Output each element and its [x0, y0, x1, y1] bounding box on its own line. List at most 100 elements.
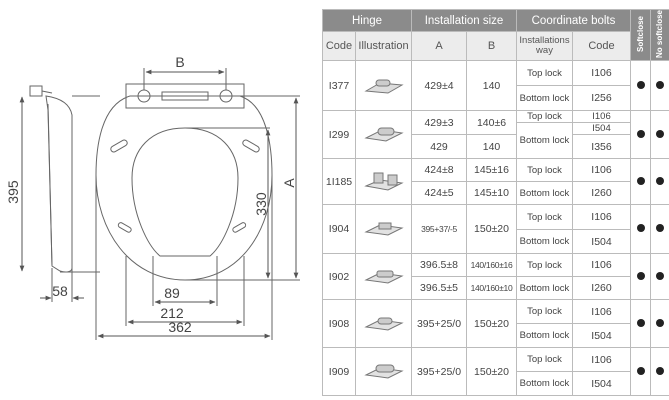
bolt-code: I106 — [572, 253, 631, 278]
size-a: 424±5 — [411, 181, 467, 206]
dim-89-label: 89 — [164, 285, 180, 301]
header-softclose: Softclose — [630, 8, 651, 62]
install-way: Bottom lock — [516, 323, 573, 349]
hinge-code: I908 — [322, 299, 356, 349]
bolt-code: I106 — [572, 347, 631, 373]
size-b: 150±20 — [466, 299, 517, 349]
subheader-b: B — [466, 31, 517, 62]
header-coordinate-bolts: Coordinate bolts — [516, 8, 631, 33]
size-b: 150±20 — [466, 347, 517, 397]
install-way: Bottom lock — [516, 229, 573, 255]
dim-212-label: 212 — [160, 305, 184, 321]
bolt-code: I356 — [572, 134, 631, 160]
subheader-illustration: Illustration — [355, 31, 412, 62]
bolt-code: I106 — [572, 204, 631, 231]
install-way: Bottom lock — [516, 181, 573, 206]
seat-top-outline — [95, 95, 273, 281]
bolt-code: I106 — [572, 299, 631, 325]
bolt-code: I504 — [572, 229, 631, 255]
size-b: 140/160±10 — [466, 276, 517, 301]
bolt-code: I106 — [572, 60, 631, 87]
hinge-illustration — [355, 299, 412, 349]
hinge-code: I902 — [322, 253, 356, 301]
softclose-dot — [630, 204, 651, 255]
install-way: Top lock — [516, 60, 573, 87]
seat-opening — [131, 127, 239, 257]
install-way: Top lock — [516, 158, 573, 183]
bolt-code: I504 — [572, 323, 631, 349]
bolt-code: I504 — [572, 371, 631, 397]
size-b: 140/160±16 — [466, 253, 517, 278]
header-installation-size: Installation size — [411, 8, 517, 33]
subheader-bolt-code: Code — [572, 31, 631, 62]
hinge-spec-table: Hinge Installation size Coordinate bolts… — [322, 8, 669, 397]
bolt-code: I504 — [572, 122, 631, 136]
softclose-dot — [630, 60, 651, 112]
size-a: 429±3 — [411, 110, 467, 136]
size-a: 429 — [411, 134, 467, 160]
hinge-code: I904 — [322, 204, 356, 255]
dim-395-label: 395 — [5, 180, 21, 204]
header-no-softclose: No softclose — [650, 8, 669, 62]
size-a: 395+37/-5 — [411, 204, 467, 255]
install-way: Bottom lock — [516, 276, 573, 301]
hinge-code: I377 — [322, 60, 356, 112]
hinge-code: 1I185 — [322, 158, 356, 206]
size-b: 145±16 — [466, 158, 517, 183]
hinge-illustration — [355, 347, 412, 397]
size-a: 396.5±5 — [411, 276, 467, 301]
hinge-illustration — [355, 110, 412, 160]
bolt-code: I106 — [572, 158, 631, 183]
hinge-illustration — [355, 253, 412, 301]
header-hinge: Hinge — [322, 8, 412, 33]
no-softclose-dot — [650, 204, 669, 255]
softclose-dot — [630, 299, 651, 349]
no-softclose-dot — [650, 60, 669, 112]
no-softclose-dot — [650, 110, 669, 160]
hinge-illustration — [355, 60, 412, 112]
install-way: Top lock — [516, 204, 573, 231]
install-way: Top lock — [516, 110, 573, 124]
install-way: Top lock — [516, 347, 573, 373]
size-a: 395+25/0 — [411, 347, 467, 397]
install-way: Bottom lock — [516, 371, 573, 397]
bolt-code: I256 — [572, 85, 631, 112]
bolt-code: I260 — [572, 181, 631, 206]
no-softclose-dot — [650, 347, 669, 397]
hinge-illustration — [355, 158, 412, 206]
dim-b-label: B — [175, 54, 184, 70]
size-a: 395+25/0 — [411, 299, 467, 349]
softclose-dot — [630, 158, 651, 206]
softclose-dot — [630, 253, 651, 301]
size-b: 140 — [466, 134, 517, 160]
dim-58-label: 58 — [52, 283, 68, 299]
subheader-a: A — [411, 31, 467, 62]
size-b: 150±20 — [466, 204, 517, 255]
no-softclose-dot — [650, 299, 669, 349]
softclose-dot — [630, 347, 651, 397]
install-way: Bottom lock — [516, 122, 573, 160]
size-a: 429±4 — [411, 60, 467, 112]
dim-330-label: 330 — [253, 192, 269, 216]
bolt-code: I260 — [572, 276, 631, 301]
hinge-code: I909 — [322, 347, 356, 397]
no-softclose-dot — [650, 158, 669, 206]
subheader-installations-way: Installations way — [516, 31, 573, 62]
hinge-illustration — [355, 204, 412, 255]
technical-drawing: B 395 330 A 58 89 212 362 — [5, 54, 300, 340]
hinge-code: I299 — [322, 110, 356, 160]
size-a: 396.5±8 — [411, 253, 467, 278]
no-softclose-dot — [650, 253, 669, 301]
subheader-code: Code — [322, 31, 356, 62]
install-way: Bottom lock — [516, 85, 573, 112]
size-b: 140 — [466, 60, 517, 112]
size-b: 145±10 — [466, 181, 517, 206]
softclose-dot — [630, 110, 651, 160]
dim-a-label: A — [281, 178, 297, 188]
dim-362-label: 362 — [168, 319, 192, 335]
size-b: 140±6 — [466, 110, 517, 136]
install-way: Top lock — [516, 299, 573, 325]
size-a: 424±8 — [411, 158, 467, 183]
bolt-code: I106 — [572, 110, 631, 124]
install-way: Top lock — [516, 253, 573, 278]
